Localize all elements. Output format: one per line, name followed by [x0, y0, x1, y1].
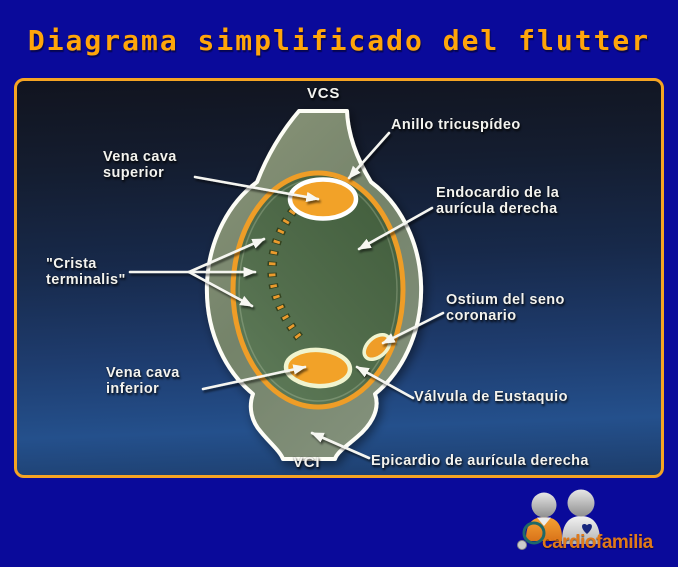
label-ostium-seno-coronario: Ostium del seno coronario [446, 292, 565, 325]
cardiofamilia-logo: cardiofamilia [498, 486, 678, 564]
label-epicardio: Epicardio de aurícula derecha [371, 453, 589, 469]
stethoscope-ring-icon [522, 521, 546, 545]
label-anillo-tricuspideo: Anillo tricuspídeo [391, 117, 521, 133]
leader-crista-lower [187, 270, 254, 308]
family-member-body [562, 516, 600, 544]
leader-endocardio [357, 206, 434, 251]
label-endocardio: Endocardio de la aurícula derecha [436, 185, 560, 218]
leader-epicardio [310, 431, 371, 460]
heart-icon [582, 524, 592, 534]
leader-lines [128, 131, 445, 460]
doctor-and-family-figures-icon [517, 489, 600, 550]
label-crista-terminalis: "Crista terminalis" [46, 256, 126, 289]
tricuspid-ring-endocardium [230, 170, 406, 410]
leader-crista-upper [187, 237, 266, 274]
logo-text: cardiofamilia [542, 532, 653, 553]
family-member-head [567, 489, 595, 517]
leader-vena-cava-inferior [201, 364, 307, 391]
leader-anillo-tricuspideo [347, 131, 391, 180]
leader-vena-cava-superior [193, 175, 320, 203]
leader-ostium-seno [381, 311, 445, 345]
label-vcs: VCS [307, 85, 341, 102]
doctor-collar [537, 517, 551, 526]
label-vci: VCI [293, 454, 321, 471]
crista-terminalis-dashes [268, 209, 305, 344]
vci-ostium [283, 347, 353, 389]
label-vena-cava-superior: Vena cava superior [103, 149, 177, 182]
stethoscope-chestpiece-icon [517, 540, 527, 550]
vcs-ostium [287, 177, 359, 221]
doctor-head [531, 492, 557, 518]
label-vena-cava-inferior: Vena cava inferior [106, 365, 180, 398]
page-title: Diagrama simplificado del flutter [27, 24, 651, 57]
diagram-panel: VCS Anillo tricuspídeo Vena cava superio… [14, 78, 664, 478]
label-valvula-eustaquio: Válvula de Eustaquio [414, 389, 568, 405]
atrium-diagram-svg [128, 109, 445, 461]
leader-valvula-eustaquio [355, 365, 415, 400]
